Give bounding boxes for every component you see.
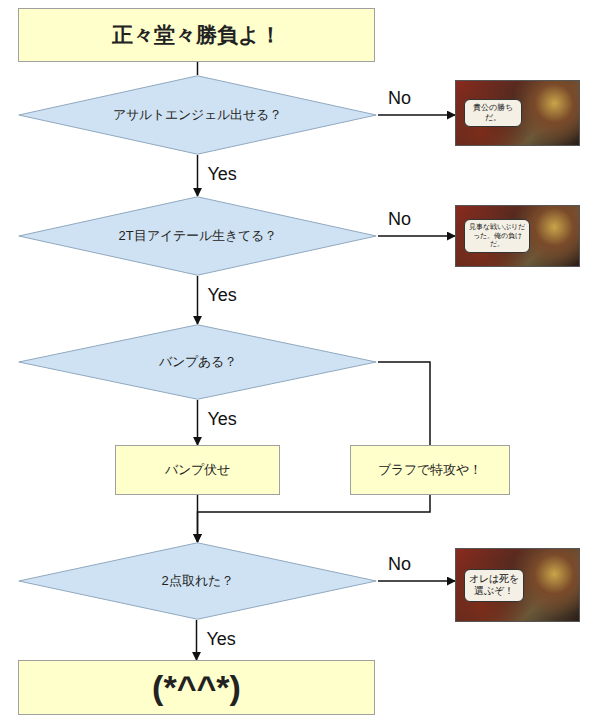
edge-label: Yes <box>206 410 239 430</box>
edge-label: No <box>386 555 413 575</box>
speech-bubble-text: 見事な戦いぶりだった。俺の負けだ。 <box>464 219 530 253</box>
flow-connector <box>198 495 431 542</box>
edge-label: No <box>386 210 413 230</box>
speech-bubble-text: 貴公の勝ちだ。 <box>464 99 522 127</box>
node-text: 正々堂々勝負よ！ <box>112 21 281 49</box>
end-box: (*^^*) <box>18 660 375 715</box>
edge-label: Yes <box>206 286 239 306</box>
node-text: ブラフで特攻や！ <box>378 461 482 479</box>
process-box: ブラフで特攻や！ <box>350 445 510 495</box>
node-text: 2T目アイテール生きてる？ <box>118 227 276 245</box>
node-text: (*^^*) <box>152 668 241 707</box>
result-image: オレは死を選ぶぞ！ <box>455 548 580 622</box>
flow-connector <box>378 114 455 116</box>
decision-diamond: 2T目アイテール生きてる？ <box>17 196 378 276</box>
start-box: 正々堂々勝負よ！ <box>18 8 375 62</box>
edge-label: No <box>386 89 413 109</box>
node-text: アサルトエンジェル出せる？ <box>113 106 282 124</box>
process-box: バンプ伏せ <box>115 445 280 495</box>
edge-label: Yes <box>205 630 238 650</box>
result-image: 見事な戦いぶりだった。俺の負けだ。 <box>455 205 580 267</box>
result-image: 貴公の勝ちだ。 <box>455 80 580 146</box>
node-text: バンプある？ <box>159 353 237 371</box>
flow-connector <box>378 580 455 582</box>
node-text: バンプ伏せ <box>165 461 230 479</box>
flow-connector <box>197 276 199 324</box>
flow-connector <box>196 620 198 660</box>
decision-diamond: アサルトエンジェル出せる？ <box>17 75 378 155</box>
flow-connector <box>378 362 430 445</box>
edge-label: Yes <box>206 165 239 185</box>
speech-bubble-text: オレは死を選ぶぞ！ <box>464 569 524 602</box>
decision-diamond: バンプある？ <box>17 324 378 400</box>
flow-connector <box>197 62 199 75</box>
flow-connector <box>378 235 455 237</box>
flow-connector <box>197 400 199 445</box>
node-text: 2点取れた？ <box>161 572 233 590</box>
flow-connector <box>197 155 199 196</box>
decision-diamond: 2点取れた？ <box>17 542 378 620</box>
